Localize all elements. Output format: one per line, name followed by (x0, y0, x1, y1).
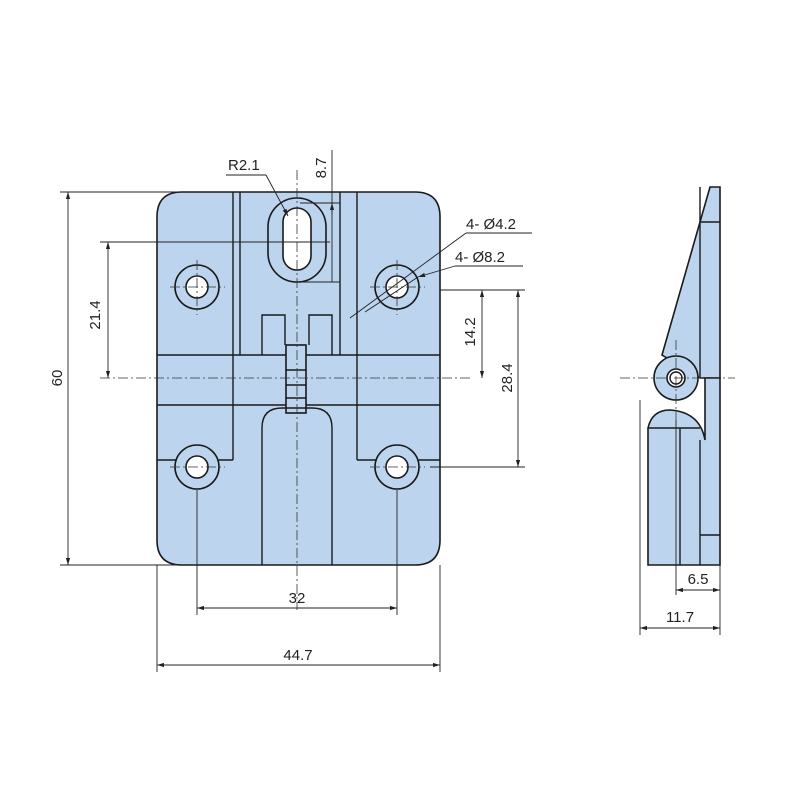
hinge-knuckle (285, 344, 307, 414)
dim-upper-hole-offset: 21.4 (87, 300, 104, 329)
dim-slot-radius: R2.1 (228, 157, 260, 174)
front-view (100, 170, 470, 610)
side-lower-leaf (647, 377, 721, 566)
dim-side-inner: 6.5 (688, 571, 709, 588)
dim-hole-to-axis: 14.2 (462, 317, 479, 346)
dim-overall-width: 44.7 (283, 647, 312, 664)
side-upper-leaf (661, 186, 721, 379)
dim-hole-spacing-vertical: 28.4 (499, 363, 516, 392)
dimensions: 60 21.4 8.7 R2.1 4- Ø4.2 4- Ø8.2 14.2 28… (49, 150, 721, 672)
dim-hole-spacing-horizontal: 32 (289, 590, 306, 607)
side-view (620, 186, 735, 566)
dim-hole-large: 4- Ø8.2 (455, 249, 505, 266)
dim-slot-offset: 8.7 (313, 158, 330, 179)
dim-overall-height: 60 (49, 370, 66, 387)
dim-hole-small: 4- Ø4.2 (466, 216, 516, 233)
dim-side-thickness: 11.7 (666, 609, 694, 626)
